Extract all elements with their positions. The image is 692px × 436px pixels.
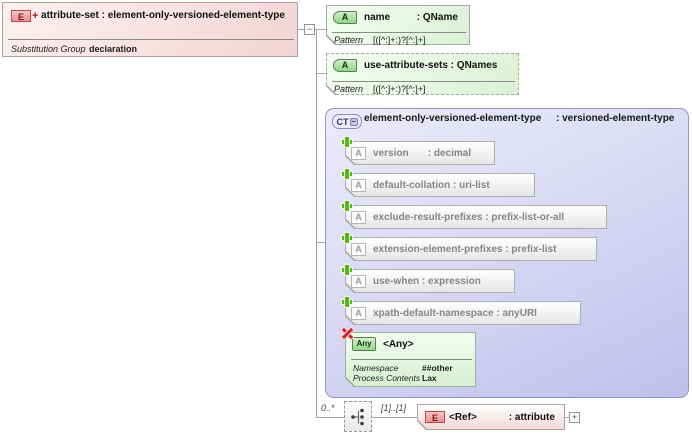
element-box-attribute-set[interactable]: E + attribute-setelement-only-versioned-… xyxy=(2,2,298,57)
divider xyxy=(332,32,466,33)
divider xyxy=(351,359,472,360)
choice-compositor-box[interactable] xyxy=(344,401,372,432)
any-title: <Any> xyxy=(383,339,414,350)
extension-plus-icon xyxy=(342,233,352,243)
attribute-name: use-attribute-sets xyxy=(364,60,448,71)
pattern-label: Pattern xyxy=(334,84,364,94)
namespace-value: ##other xyxy=(422,363,453,373)
cardinality-label: 0..* xyxy=(321,403,335,413)
ref-name: <Ref> xyxy=(449,412,477,423)
attribute-icon: A xyxy=(351,211,366,224)
prohibited-x-icon xyxy=(342,328,353,339)
attribute-name: version xyxy=(373,148,409,159)
extension-plus-icon xyxy=(342,169,352,179)
attribute-icon: A xyxy=(351,243,366,256)
complex-type-base: versioned-element-type xyxy=(556,113,674,125)
connector-line xyxy=(372,417,417,418)
attribute-type: expression xyxy=(419,276,481,287)
occurrence-label: [1]..[1] xyxy=(381,403,407,413)
extension-plus-icon xyxy=(342,201,352,211)
expand-toggle[interactable]: + xyxy=(569,412,580,423)
attribute-box-version[interactable]: A version decimal xyxy=(345,141,495,165)
attribute-icon: A xyxy=(351,307,366,320)
attribute-icon: A xyxy=(333,11,357,24)
divider xyxy=(8,39,294,40)
element-ref-box[interactable]: E <Ref> attribute xyxy=(417,404,565,430)
attribute-name: use-when xyxy=(373,276,420,287)
divider xyxy=(332,81,515,82)
attribute-icon: A xyxy=(351,147,366,160)
element-title: attribute-setelement-only-versioned-elem… xyxy=(33,9,293,22)
attribute-name: xpath-default-namespace xyxy=(373,308,494,319)
attribute-icon: A xyxy=(333,59,357,72)
connector-line xyxy=(298,29,304,30)
ref-type: attribute xyxy=(506,412,555,423)
attribute-type: prefix-list xyxy=(503,244,557,255)
extension-plus-icon xyxy=(342,265,352,275)
attribute-box-extension-element-prefixes[interactable]: A extension-element-prefixesprefix-list xyxy=(345,237,597,261)
collapse-badge: − xyxy=(349,116,358,126)
attribute-name: name xyxy=(364,12,391,23)
attribute-name: default-collation xyxy=(373,180,451,191)
extension-plus-icon xyxy=(342,297,352,307)
connector-trunk xyxy=(316,29,317,418)
extension-plus-icon xyxy=(342,137,352,147)
substitution-group-value: declaration xyxy=(89,44,138,54)
attribute-box-use-when[interactable]: A use-whenexpression xyxy=(345,269,515,293)
any-wildcard-box[interactable]: Any <Any> Namespace ##other Process Cont… xyxy=(345,332,476,387)
attribute-box-use-attribute-sets[interactable]: A use-attribute-setsQNames Pattern [([^:… xyxy=(326,53,519,95)
attribute-icon: A xyxy=(351,275,366,288)
complex-type-box[interactable]: CT − element-only-versioned-element-type… xyxy=(325,108,689,398)
attribute-icon: A xyxy=(351,179,366,192)
attribute-name: extension-element-prefixes xyxy=(373,244,503,255)
connector-line xyxy=(316,242,325,243)
element-icon: E xyxy=(425,411,445,423)
attribute-type: QNames xyxy=(448,60,497,71)
attribute-type: decimal xyxy=(425,148,471,159)
any-icon: Any xyxy=(352,337,376,351)
element-plus-glyph: + xyxy=(32,10,39,22)
connector-line xyxy=(315,29,326,30)
attribute-box-xpath-default-namespace[interactable]: A xpath-default-namespaceanyURI xyxy=(345,301,581,325)
collapse-toggle[interactable]: − xyxy=(304,24,315,35)
choice-compositor-icon xyxy=(350,408,364,425)
attribute-box-name[interactable]: A name QName Pattern [([^:]+:)?[^:]+] xyxy=(326,5,470,45)
connector-line xyxy=(316,73,326,74)
connector-line xyxy=(565,417,570,418)
complex-type-title: element-only-versioned-element-type vers… xyxy=(364,113,674,125)
namespace-label: Namespace xyxy=(353,363,399,373)
attribute-box-exclude-result-prefixes[interactable]: A exclude-result-prefixesprefix-list-or-… xyxy=(345,205,607,229)
pattern-value: [([^:]+:)?[^:]+] xyxy=(373,84,426,94)
complex-type-icon: CT − xyxy=(332,114,362,129)
complex-type-name: element-only-versioned-element-type xyxy=(364,113,542,124)
attribute-name: exclude-result-prefixes xyxy=(373,212,483,223)
element-name: attribute-set xyxy=(41,10,99,21)
attribute-box-default-collation[interactable]: A default-collationuri-list xyxy=(345,173,535,197)
connector-line xyxy=(316,417,344,418)
substitution-group-label: Substitution Group xyxy=(11,44,86,54)
pattern-label: Pattern xyxy=(334,35,364,45)
attribute-type: QName xyxy=(414,12,458,23)
process-contents-value: Lax xyxy=(422,373,437,383)
pattern-value: [([^:]+:)?[^:]+] xyxy=(373,35,426,45)
element-type: element-only-versioned-element-type xyxy=(99,10,285,21)
element-icon: E + xyxy=(11,10,38,22)
attribute-type: anyURI xyxy=(494,308,537,319)
attribute-type: uri-list xyxy=(450,180,489,191)
process-contents-label: Process Contents xyxy=(353,373,421,383)
attribute-type: prefix-list-or-all xyxy=(483,212,565,223)
